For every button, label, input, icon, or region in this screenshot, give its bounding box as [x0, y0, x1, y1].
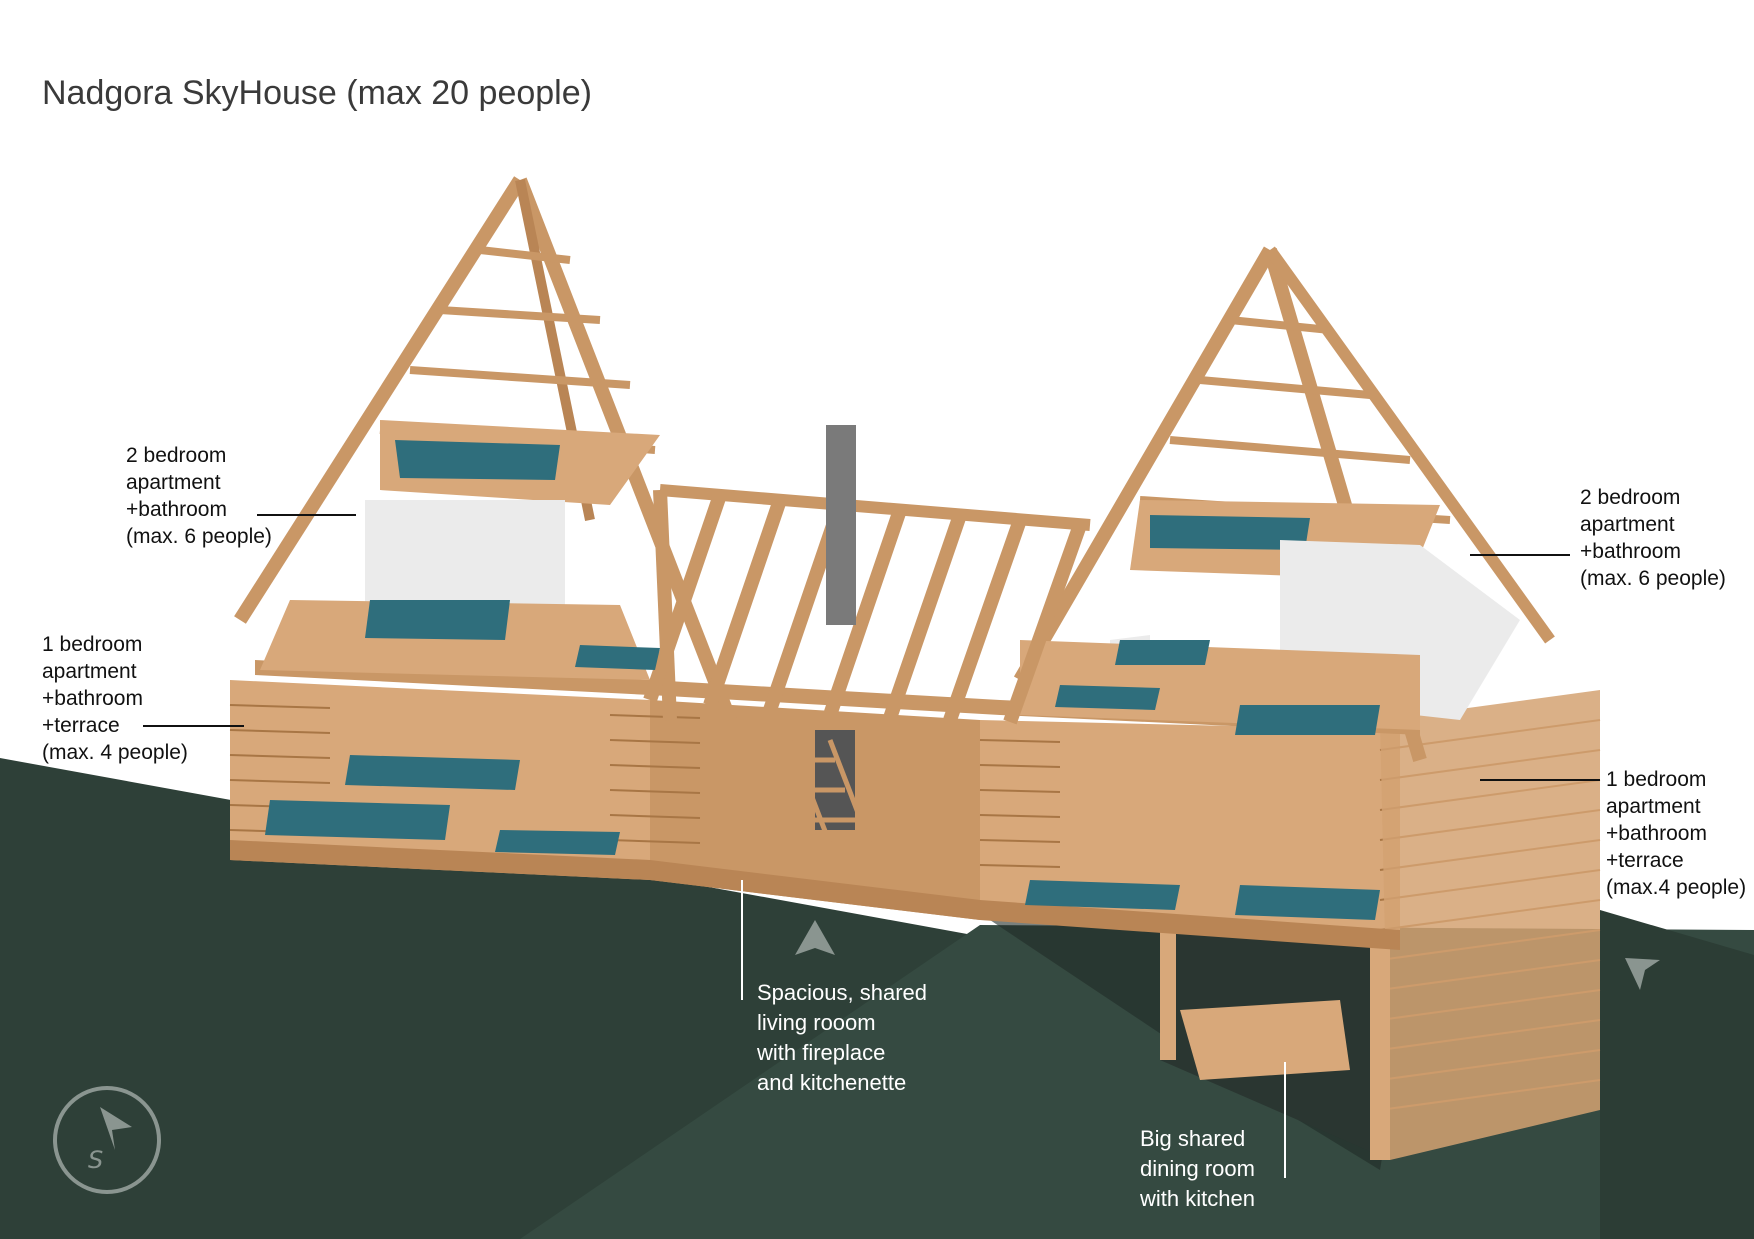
compass-letter: S [88, 1146, 103, 1174]
label-line: +terrace [1606, 849, 1684, 872]
label-line: (max. 6 people) [126, 525, 272, 548]
view-arrow-icon-right [1625, 958, 1660, 990]
label-line: (max. 4 people) [42, 741, 188, 764]
label-mid-right: 1 bedroom apartment +bathroom +terrace (… [1606, 766, 1746, 901]
page-title: Nadgora SkyHouse (max 20 people) [42, 74, 592, 112]
label-line: 2 bedroom [1580, 486, 1681, 509]
label-line: +bathroom [1580, 540, 1681, 563]
label-line: (max. 6 people) [1580, 567, 1726, 590]
label-line: apartment [42, 660, 137, 683]
label-line: +bathroom [1606, 822, 1707, 845]
label-line: with kitchen [1140, 1186, 1255, 1211]
label-dining-room: Big shared dining room with kitchen [1140, 1124, 1255, 1214]
label-top-right: 2 bedroom apartment +bathroom (max. 6 pe… [1580, 484, 1726, 592]
label-line: +terrace [42, 714, 120, 737]
label-line: with fireplace [757, 1040, 886, 1065]
label-line: apartment [1606, 795, 1701, 818]
label-line: apartment [126, 471, 221, 494]
label-line: (max.4 people) [1606, 876, 1747, 899]
label-line: 2 bedroom [126, 444, 227, 467]
beds [265, 645, 1380, 920]
chimney [826, 425, 856, 625]
ground-floor-deck [230, 840, 1400, 950]
label-line: dining room [1140, 1156, 1255, 1181]
label-line: +bathroom [126, 498, 227, 521]
label-mid-left: 1 bedroom apartment +bathroom +terrace (… [42, 631, 188, 766]
label-line: 1 bedroom [42, 633, 143, 656]
label-line: 1 bedroom [1606, 768, 1707, 791]
right-roof [1013, 246, 1555, 762]
stairs [787, 739, 883, 871]
central-rafters [643, 484, 1091, 725]
leader-lines [143, 514, 1600, 1178]
label-line: Big shared [1140, 1126, 1246, 1151]
label-living-room: Spacious, shared living rooom with firep… [757, 978, 927, 1098]
ground-slope-right [1600, 910, 1754, 1239]
view-arrow-icon [795, 920, 835, 955]
left-roof [234, 176, 737, 723]
compass-icon: S [53, 1086, 161, 1194]
label-line: apartment [1580, 513, 1675, 536]
label-line: and kitchenette [757, 1070, 907, 1095]
label-line: living rooom [757, 1010, 876, 1035]
label-line: +bathroom [42, 687, 143, 710]
label-line: Spacious, shared [757, 980, 927, 1005]
label-top-left: 2 bedroom apartment +bathroom (max. 6 pe… [126, 442, 272, 550]
